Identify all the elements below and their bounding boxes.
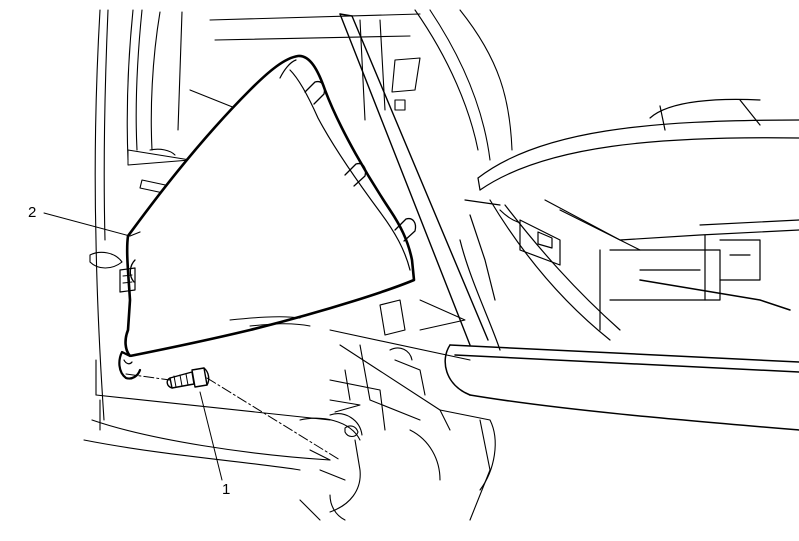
- fastener-part-1: [166, 367, 210, 389]
- door-frame-background: [94, 9, 513, 421]
- callout-label-2: 2: [28, 204, 37, 221]
- lower-console: [299, 299, 496, 521]
- trim-panel-part-2: [118, 54, 417, 380]
- callout-label-1: 1: [222, 481, 231, 498]
- windshield-pillar-trim: [339, 13, 489, 346]
- floor-structure: [83, 359, 331, 471]
- glove-box-door: [444, 279, 799, 431]
- instrument-panel-right: [459, 98, 799, 351]
- leader-lines: [43, 212, 223, 481]
- leader-line-1: [199, 391, 223, 481]
- fastener-centerline: [125, 373, 341, 461]
- leader-line-2: [43, 212, 131, 237]
